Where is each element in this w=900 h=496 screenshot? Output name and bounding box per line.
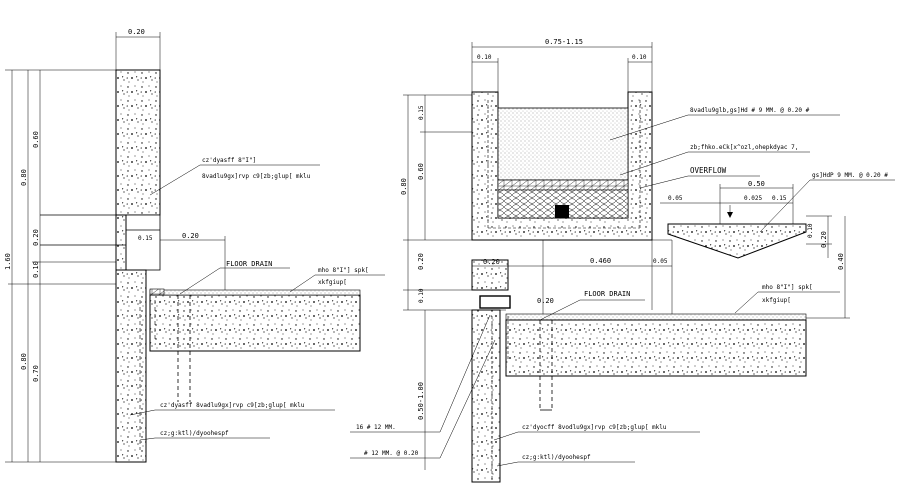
dim-005: 0.05 (668, 195, 683, 202)
label-sand: zb;fhko.eCk[x^ozl,ohepkdyac 7, (690, 144, 798, 151)
dim-lower-part: 0.70 (32, 365, 40, 382)
dim-tank-total: 0.80 (400, 178, 408, 195)
label-wall-2: 8vadlu9gx]rvp c9[zb;glup[ mklu (202, 173, 311, 180)
upper-beam (471, 259, 509, 291)
label-wall-1: cz'dyasff 8"I"] (202, 157, 256, 164)
label-slab-2: xkfgiup[ (318, 279, 347, 286)
dim-0015: 0.15 (772, 195, 787, 202)
upper-wall (115, 69, 161, 216)
outlet-icon (555, 205, 569, 218)
label-bottom-1: cz'dyasff 8vadlu9gx]rvp c9[zb;glup[ mklu (160, 402, 305, 409)
overflow-funnel (667, 223, 807, 259)
dim-wall-width: 0.20 (128, 28, 145, 36)
dim-040: 0.40 (837, 253, 845, 270)
label-floor-drain-r: FLOOR DRAIN (584, 290, 630, 298)
label-floor-drain: FLOOR DRAIN (226, 260, 272, 268)
dim-pipe: 0.50-1.00 (417, 382, 425, 420)
label-rebar: 8vadlu9glb,gs]Hd # 9 MM. @ 0.20 # (690, 107, 810, 114)
dim-tank-wall-right: 0.10 (632, 54, 647, 61)
left-section: 0.20 1.60 0.80 0.80 0.60 0.20 0. (4, 28, 385, 463)
dim-tank-gap: 0.20 (417, 253, 425, 270)
floor-slab (505, 319, 807, 377)
label-slab-1-r: mho 8"I"] spk[ (762, 284, 813, 291)
label-bottom-2-r: cz;g:ktl)/dyoohespf (522, 454, 591, 461)
lower-wall (115, 269, 147, 463)
dim-020b: 0.20 (820, 231, 828, 248)
label-rebar2: gs]HdP 9 MM. @ 0.20 # (812, 172, 888, 179)
dim-tank-wall-left: 0.10 (477, 54, 492, 61)
dim-020c: 0.20 (483, 258, 500, 266)
sand-layer (497, 107, 629, 181)
dim-050: 0.50 (748, 180, 765, 188)
dim-lower: 0.80 (20, 353, 28, 370)
dim-010b: 0.10 (807, 223, 814, 238)
lower-wall (471, 309, 501, 483)
dim-tank-part2: 0.60 (417, 163, 425, 180)
dim-tank-slab: 0.10 (418, 288, 425, 303)
label-bottom-1-r: cz'dyocff 8vodlu9gx]rvp c9[zb;glup[ mklu (522, 424, 667, 431)
label-overflow: OVERFLOW (690, 166, 727, 175)
floor-slab (149, 294, 361, 352)
dim-tank-width: 0.75-1.15 (545, 38, 583, 46)
dim-0025: 0.025 (744, 195, 762, 202)
label-bar-2: # 12 MM. @ 0.20 (364, 450, 419, 457)
dim-ledge: 0.20 (182, 232, 199, 240)
dim-total-left: 1.60 (4, 253, 12, 270)
dim-0460: 0.460 (590, 257, 611, 265)
label-slab-1: mho 8"I"] spk[ (318, 267, 369, 274)
label-bottom-2: cz;g:ktl)/dyoohespf (160, 430, 229, 437)
dim-tank-part1: 0.15 (418, 105, 425, 120)
dim-upper: 0.80 (20, 169, 28, 186)
label-slab-2-r: xkfgiup[ (762, 297, 791, 304)
dim-upper-part: 0.60 (32, 131, 40, 148)
dim-slab: 0.10 (32, 261, 40, 278)
dim-opening: 0.20 (32, 229, 40, 246)
label-bar-1: 16 # 12 MM. (356, 424, 396, 431)
dim-020d: 0.20 (537, 297, 554, 305)
dim-005b: 0.05 (653, 258, 668, 265)
dim-small: 0.15 (138, 235, 153, 242)
right-section: 0.75-1.15 0.10 0.10 0.80 0.15 0.60 0.20 … (350, 38, 895, 483)
